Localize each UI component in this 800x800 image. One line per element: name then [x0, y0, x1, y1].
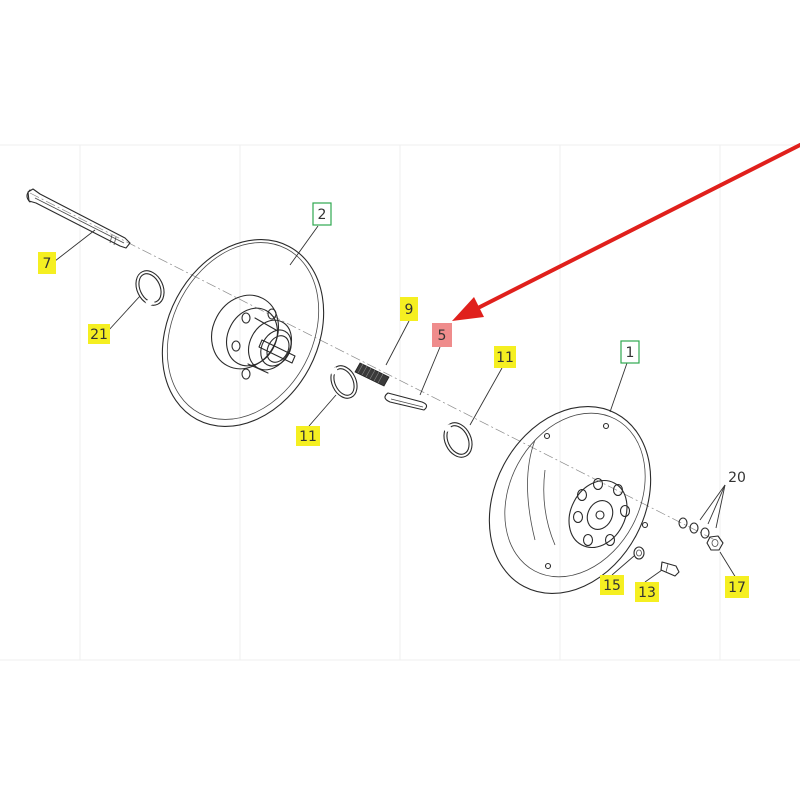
hub-bolt-heads	[231, 308, 277, 380]
callout-box-c2	[312, 202, 332, 226]
spring-part	[354, 362, 390, 387]
retaining-ring-right	[443, 422, 473, 458]
callout-box-c5	[432, 323, 452, 347]
callout-c11a: 11	[296, 426, 320, 446]
center-axis-line	[29, 192, 716, 541]
callout-c11b: 11	[494, 346, 516, 368]
snap-ring-part	[135, 270, 165, 307]
callout-label-c15: 15	[603, 578, 621, 594]
callout-box-c9	[400, 297, 418, 321]
callout-label-c21: 21	[90, 327, 108, 343]
leader-lines	[54, 225, 737, 583]
callout-c21: 21	[88, 324, 110, 344]
callout-c13: 13	[635, 582, 659, 602]
callout-label-c11b: 11	[496, 350, 514, 366]
key-part	[384, 392, 428, 411]
callout-label-c13: 13	[638, 585, 656, 601]
red-pointer-arrow	[452, 143, 800, 321]
bolt-part	[660, 561, 680, 577]
washer-set	[678, 517, 710, 539]
callout-label-c20: 20	[728, 470, 746, 486]
callout-c9: 9	[400, 297, 418, 321]
small-nut-part	[633, 546, 645, 560]
hub-studs	[572, 477, 631, 547]
callout-label-c5: 5	[438, 328, 447, 344]
callout-box-c1	[620, 340, 640, 364]
callout-box-c17	[725, 576, 749, 598]
callout-c15: 15	[600, 575, 624, 595]
callout-box-c15	[600, 575, 624, 595]
callout-c2: 2	[312, 202, 332, 226]
callout-label-c11a: 11	[299, 429, 317, 445]
large-disc-assembly	[161, 239, 325, 427]
callout-label-c9: 9	[405, 302, 414, 318]
callout-c17: 17	[725, 576, 749, 598]
bolted-disc-assembly	[488, 406, 652, 594]
nut-part	[706, 535, 724, 551]
callout-c20: 20	[728, 470, 746, 486]
callout-label-c2: 2	[318, 207, 327, 223]
callout-box-c21	[88, 324, 110, 344]
background-grid	[0, 144, 800, 661]
callout-c1: 1	[620, 340, 640, 364]
callout-box-c11b	[494, 346, 516, 368]
callout-box-c7	[38, 252, 56, 274]
shaft-part	[26, 188, 131, 249]
retaining-ring-left	[329, 365, 358, 399]
callout-label-c1: 1	[626, 345, 635, 361]
callout-label-c7: 7	[43, 256, 52, 272]
callout-box-c13	[635, 582, 659, 602]
callout-box-c11a	[296, 426, 320, 446]
callout-label-c17: 17	[728, 580, 746, 596]
callout-c5: 5	[432, 323, 452, 347]
callout-c7: 7	[38, 252, 56, 274]
